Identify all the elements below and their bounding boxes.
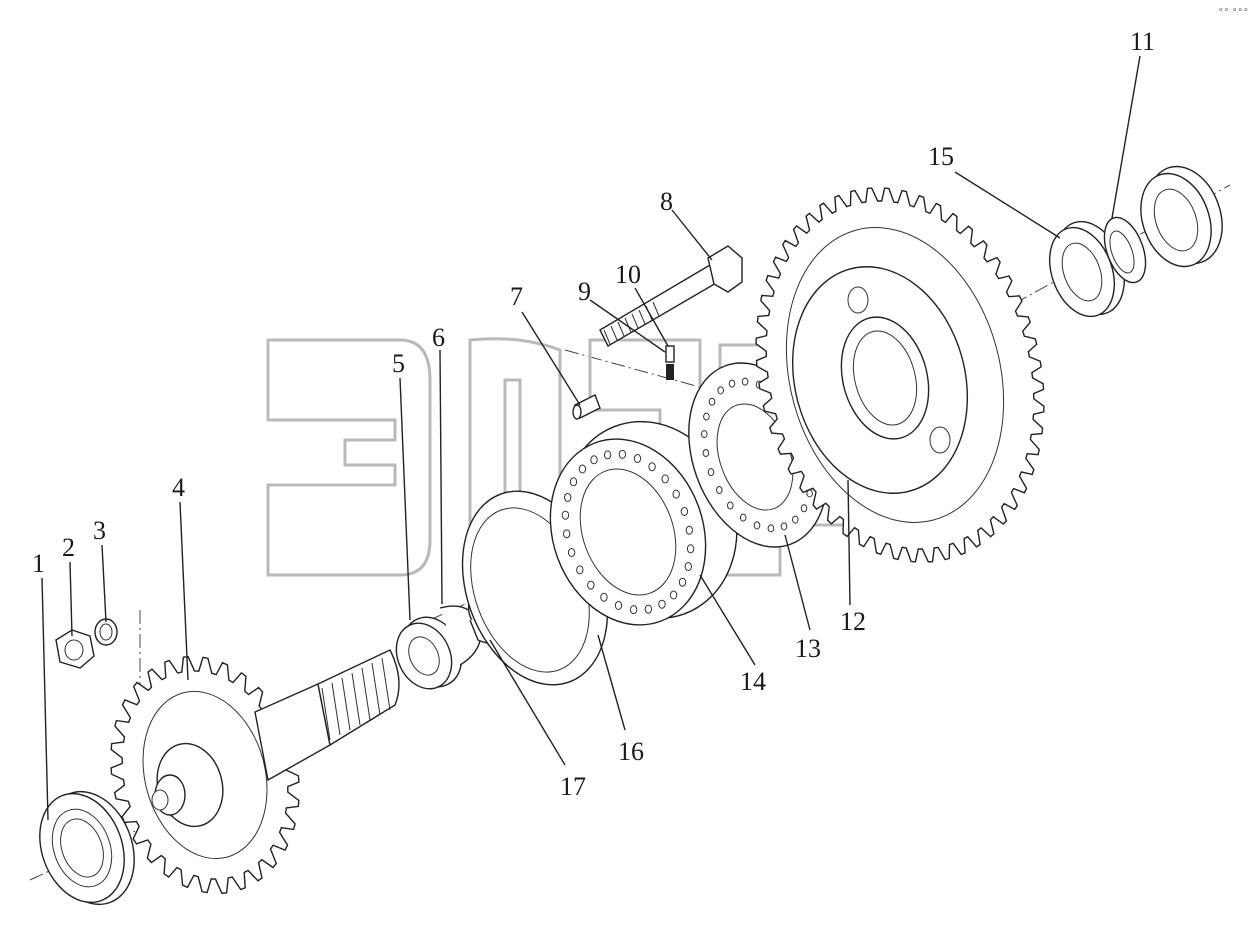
hub-hole — [614, 601, 623, 610]
part-bearing-1 — [39, 790, 135, 906]
part-bearing-5 — [395, 616, 463, 690]
disc-hole — [701, 430, 708, 439]
hub-hole — [618, 449, 627, 459]
hub-hole — [678, 577, 687, 587]
shaft-spline — [331, 682, 341, 736]
hub-hole — [590, 455, 598, 465]
callout-16: 16 — [618, 737, 644, 766]
disc-hole — [707, 468, 715, 477]
hub-hole — [685, 525, 693, 535]
leader-lines — [41, 55, 1141, 821]
bolt-thread — [610, 325, 618, 341]
shaft-spline — [361, 667, 371, 721]
hub-hole — [587, 580, 595, 590]
part-clutch-hub-14 — [549, 420, 738, 626]
hub-hole — [672, 489, 680, 499]
disc-hole — [702, 449, 710, 457]
hub-hole — [564, 493, 572, 502]
disc-hole — [716, 486, 723, 494]
hub-hole — [603, 450, 612, 460]
shaft-spline — [351, 672, 361, 726]
part-pin-7 — [572, 394, 601, 420]
shaft-spline — [341, 677, 351, 731]
part-large-gear-12 — [755, 187, 1045, 563]
bolt-thread — [603, 329, 611, 345]
bolt-thread — [617, 321, 625, 337]
callout-6: 6 — [432, 323, 445, 352]
hub-hole — [648, 462, 656, 472]
hub-hole — [563, 529, 571, 539]
shaft-spline — [371, 662, 381, 716]
callout-14: 14 — [740, 667, 766, 696]
part-bolt-8 — [599, 245, 743, 347]
callout-11: 11 — [1130, 27, 1155, 56]
disc-hole — [741, 377, 749, 386]
hub-hole — [569, 477, 578, 487]
hub-hole — [684, 562, 692, 571]
callout-13: 13 — [795, 634, 821, 663]
hub-hole — [686, 544, 695, 554]
callout-1: 1 — [32, 549, 45, 578]
hub-hole — [576, 565, 584, 575]
disc-hole — [728, 379, 736, 388]
part-spacer — [1103, 216, 1147, 284]
hub-hole — [567, 548, 576, 557]
callout-10: 10 — [615, 260, 641, 289]
callout-3: 3 — [93, 516, 106, 545]
hub-hole — [578, 464, 587, 474]
disc-hole — [708, 397, 716, 406]
hub-hole — [561, 510, 570, 520]
callout-labels: 1 2 3 4 5 6 7 8 9 10 11 12 13 14 15 16 1… — [32, 27, 1155, 801]
part-bearing-11 — [1140, 165, 1223, 268]
callout-9: 9 — [578, 277, 591, 306]
disc-hole — [780, 522, 788, 531]
hub-hole — [644, 604, 653, 614]
callout-4: 4 — [172, 473, 185, 502]
disc-hole — [800, 504, 808, 513]
hub-hole — [633, 454, 642, 463]
part-washer-3 — [94, 618, 118, 646]
disc-hole — [753, 521, 761, 530]
disc-hole — [717, 386, 725, 395]
part-nut-2 — [55, 629, 95, 669]
disc-hole — [727, 501, 734, 510]
hub-hole — [629, 605, 638, 615]
hub-hole — [600, 592, 608, 602]
shaft-spline — [321, 687, 331, 741]
bolt-thread — [652, 301, 660, 317]
hub-hole — [669, 590, 678, 600]
bolt-thread — [638, 309, 646, 325]
callout-17: 17 — [560, 772, 586, 801]
bolt-thread — [631, 313, 639, 329]
part-gear-shaft-4 — [110, 649, 400, 894]
disc-hole — [703, 412, 710, 421]
callout-8: 8 — [660, 187, 673, 216]
callout-15: 15 — [928, 142, 954, 171]
callout-12: 12 — [840, 607, 866, 636]
part-pin-9-10 — [665, 345, 675, 380]
callout-2: 2 — [62, 533, 75, 562]
bolt-thread — [624, 317, 632, 333]
shaft-spline — [381, 657, 391, 711]
callout-5: 5 — [392, 349, 405, 378]
hub-hole — [680, 507, 689, 516]
hub-hole — [658, 599, 666, 609]
corner-mark: ∘∘ ∘∘∘ — [1218, 4, 1249, 14]
callout-7: 7 — [510, 282, 523, 311]
disc-hole — [792, 515, 799, 524]
disc-hole — [739, 513, 747, 522]
hub-hole — [661, 474, 669, 484]
disc-hole — [767, 524, 775, 533]
